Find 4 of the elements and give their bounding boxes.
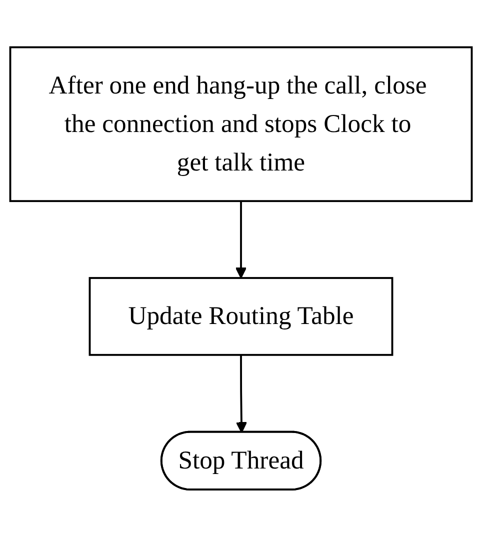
- arrow: [235, 200, 247, 278]
- node-box: Update Routing Table: [88, 276, 394, 356]
- arrow: [236, 354, 248, 433]
- node-box: After one end hang-up the call, close the connection and stops Clock to get talk time: [9, 46, 473, 202]
